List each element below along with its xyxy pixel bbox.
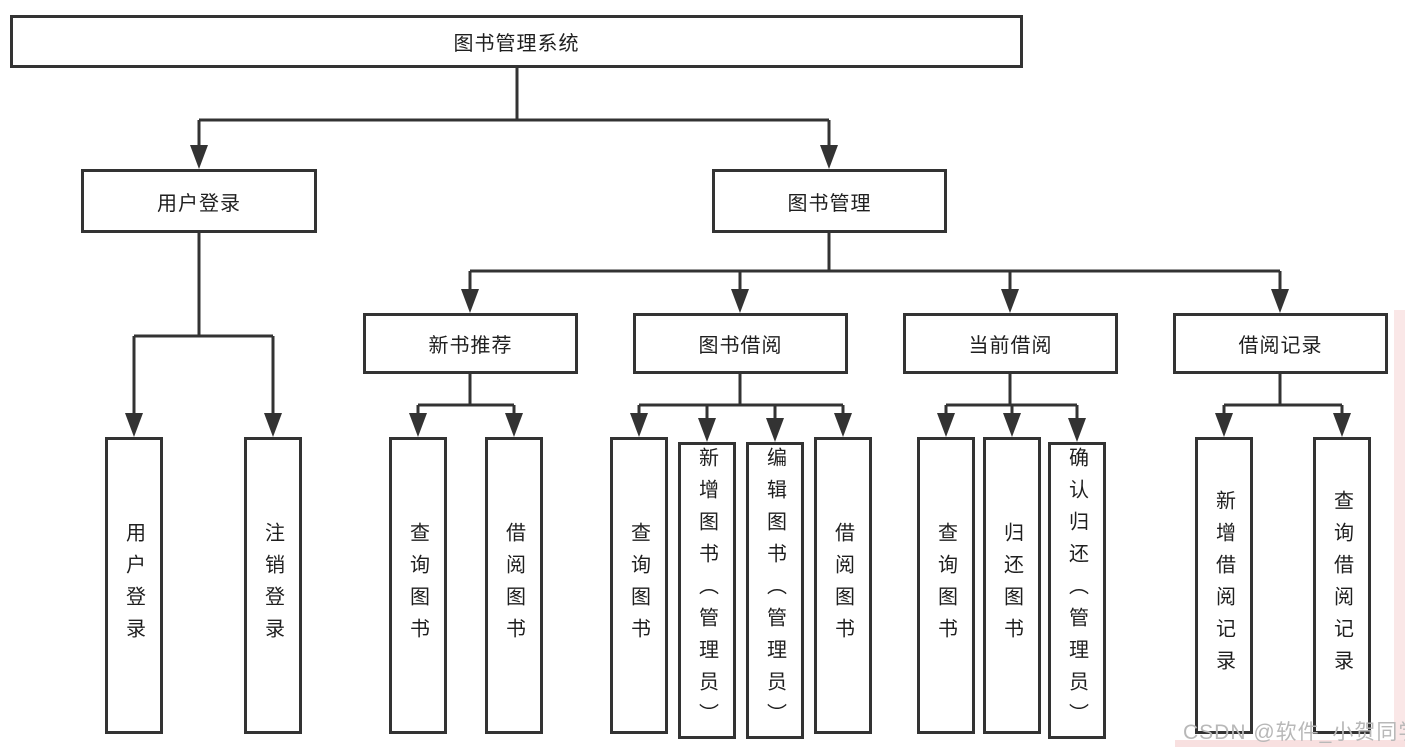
- leaf-add-borrow-record: 新增借阅记录: [1195, 437, 1253, 734]
- node-label: 借阅图书: [831, 521, 854, 650]
- node-label: 查询图书: [406, 521, 429, 650]
- node-label: 当前借阅: [968, 335, 1053, 357]
- connector-path: [132, 68, 1344, 421]
- node-label: 编辑图书（管理员）: [763, 446, 786, 735]
- node-label: 新书推荐: [428, 335, 513, 357]
- node-user-login: 用户登录: [81, 169, 317, 233]
- node-label: 注销登录: [261, 521, 284, 650]
- node-current-borrow: 当前借阅: [903, 313, 1118, 374]
- leaf-recommend-query-books: 查询图书: [389, 437, 447, 734]
- node-book-borrow: 图书借阅: [633, 313, 848, 374]
- node-label: 查询借阅记录: [1330, 489, 1353, 682]
- leaf-borrow-query-books: 查询图书: [610, 437, 668, 734]
- arrowheads: [125, 145, 1351, 442]
- leaf-return-books: 归还图书: [983, 437, 1041, 734]
- node-borrow-records: 借阅记录: [1173, 313, 1388, 374]
- watermark-tint-right: [1394, 310, 1405, 747]
- node-label: 借阅记录: [1238, 335, 1323, 357]
- node-label: 图书管理系统: [453, 33, 580, 55]
- node-label: 图书管理: [787, 192, 872, 215]
- leaf-add-book-admin: 新增图书（管理员）: [678, 442, 736, 739]
- csdn-watermark: CSDN @软件_小贺同学: [1183, 721, 1405, 744]
- node-new-book-recommend: 新书推荐: [363, 313, 578, 374]
- leaf-borrow-books: 借阅图书: [814, 437, 872, 734]
- node-book-management: 图书管理: [712, 169, 947, 233]
- leaf-confirm-return-admin: 确认归还（管理员）: [1048, 442, 1106, 739]
- node-label: 查询图书: [627, 521, 650, 650]
- node-label: 查询图书: [934, 521, 957, 650]
- node-label: 用户登录: [157, 192, 241, 215]
- leaf-query-borrow-record: 查询借阅记录: [1313, 437, 1371, 734]
- node-label: 确认归还（管理员）: [1065, 446, 1088, 735]
- leaf-user-login: 用户登录: [105, 437, 163, 734]
- node-label: 图书借阅: [698, 335, 783, 357]
- node-label: 新增图书（管理员）: [695, 446, 718, 735]
- leaf-current-query-books: 查询图书: [917, 437, 975, 734]
- watermark-tint-bottom: [1175, 740, 1405, 747]
- leaf-edit-book-admin: 编辑图书（管理员）: [746, 442, 804, 739]
- leaf-logout: 注销登录: [244, 437, 302, 734]
- node-label: 借阅图书: [502, 521, 525, 650]
- node-label: 归还图书: [1000, 521, 1023, 650]
- node-root: 图书管理系统: [10, 15, 1023, 68]
- node-label: 用户登录: [122, 521, 145, 650]
- node-label: 新增借阅记录: [1212, 489, 1235, 682]
- leaf-recommend-borrow-books: 借阅图书: [485, 437, 543, 734]
